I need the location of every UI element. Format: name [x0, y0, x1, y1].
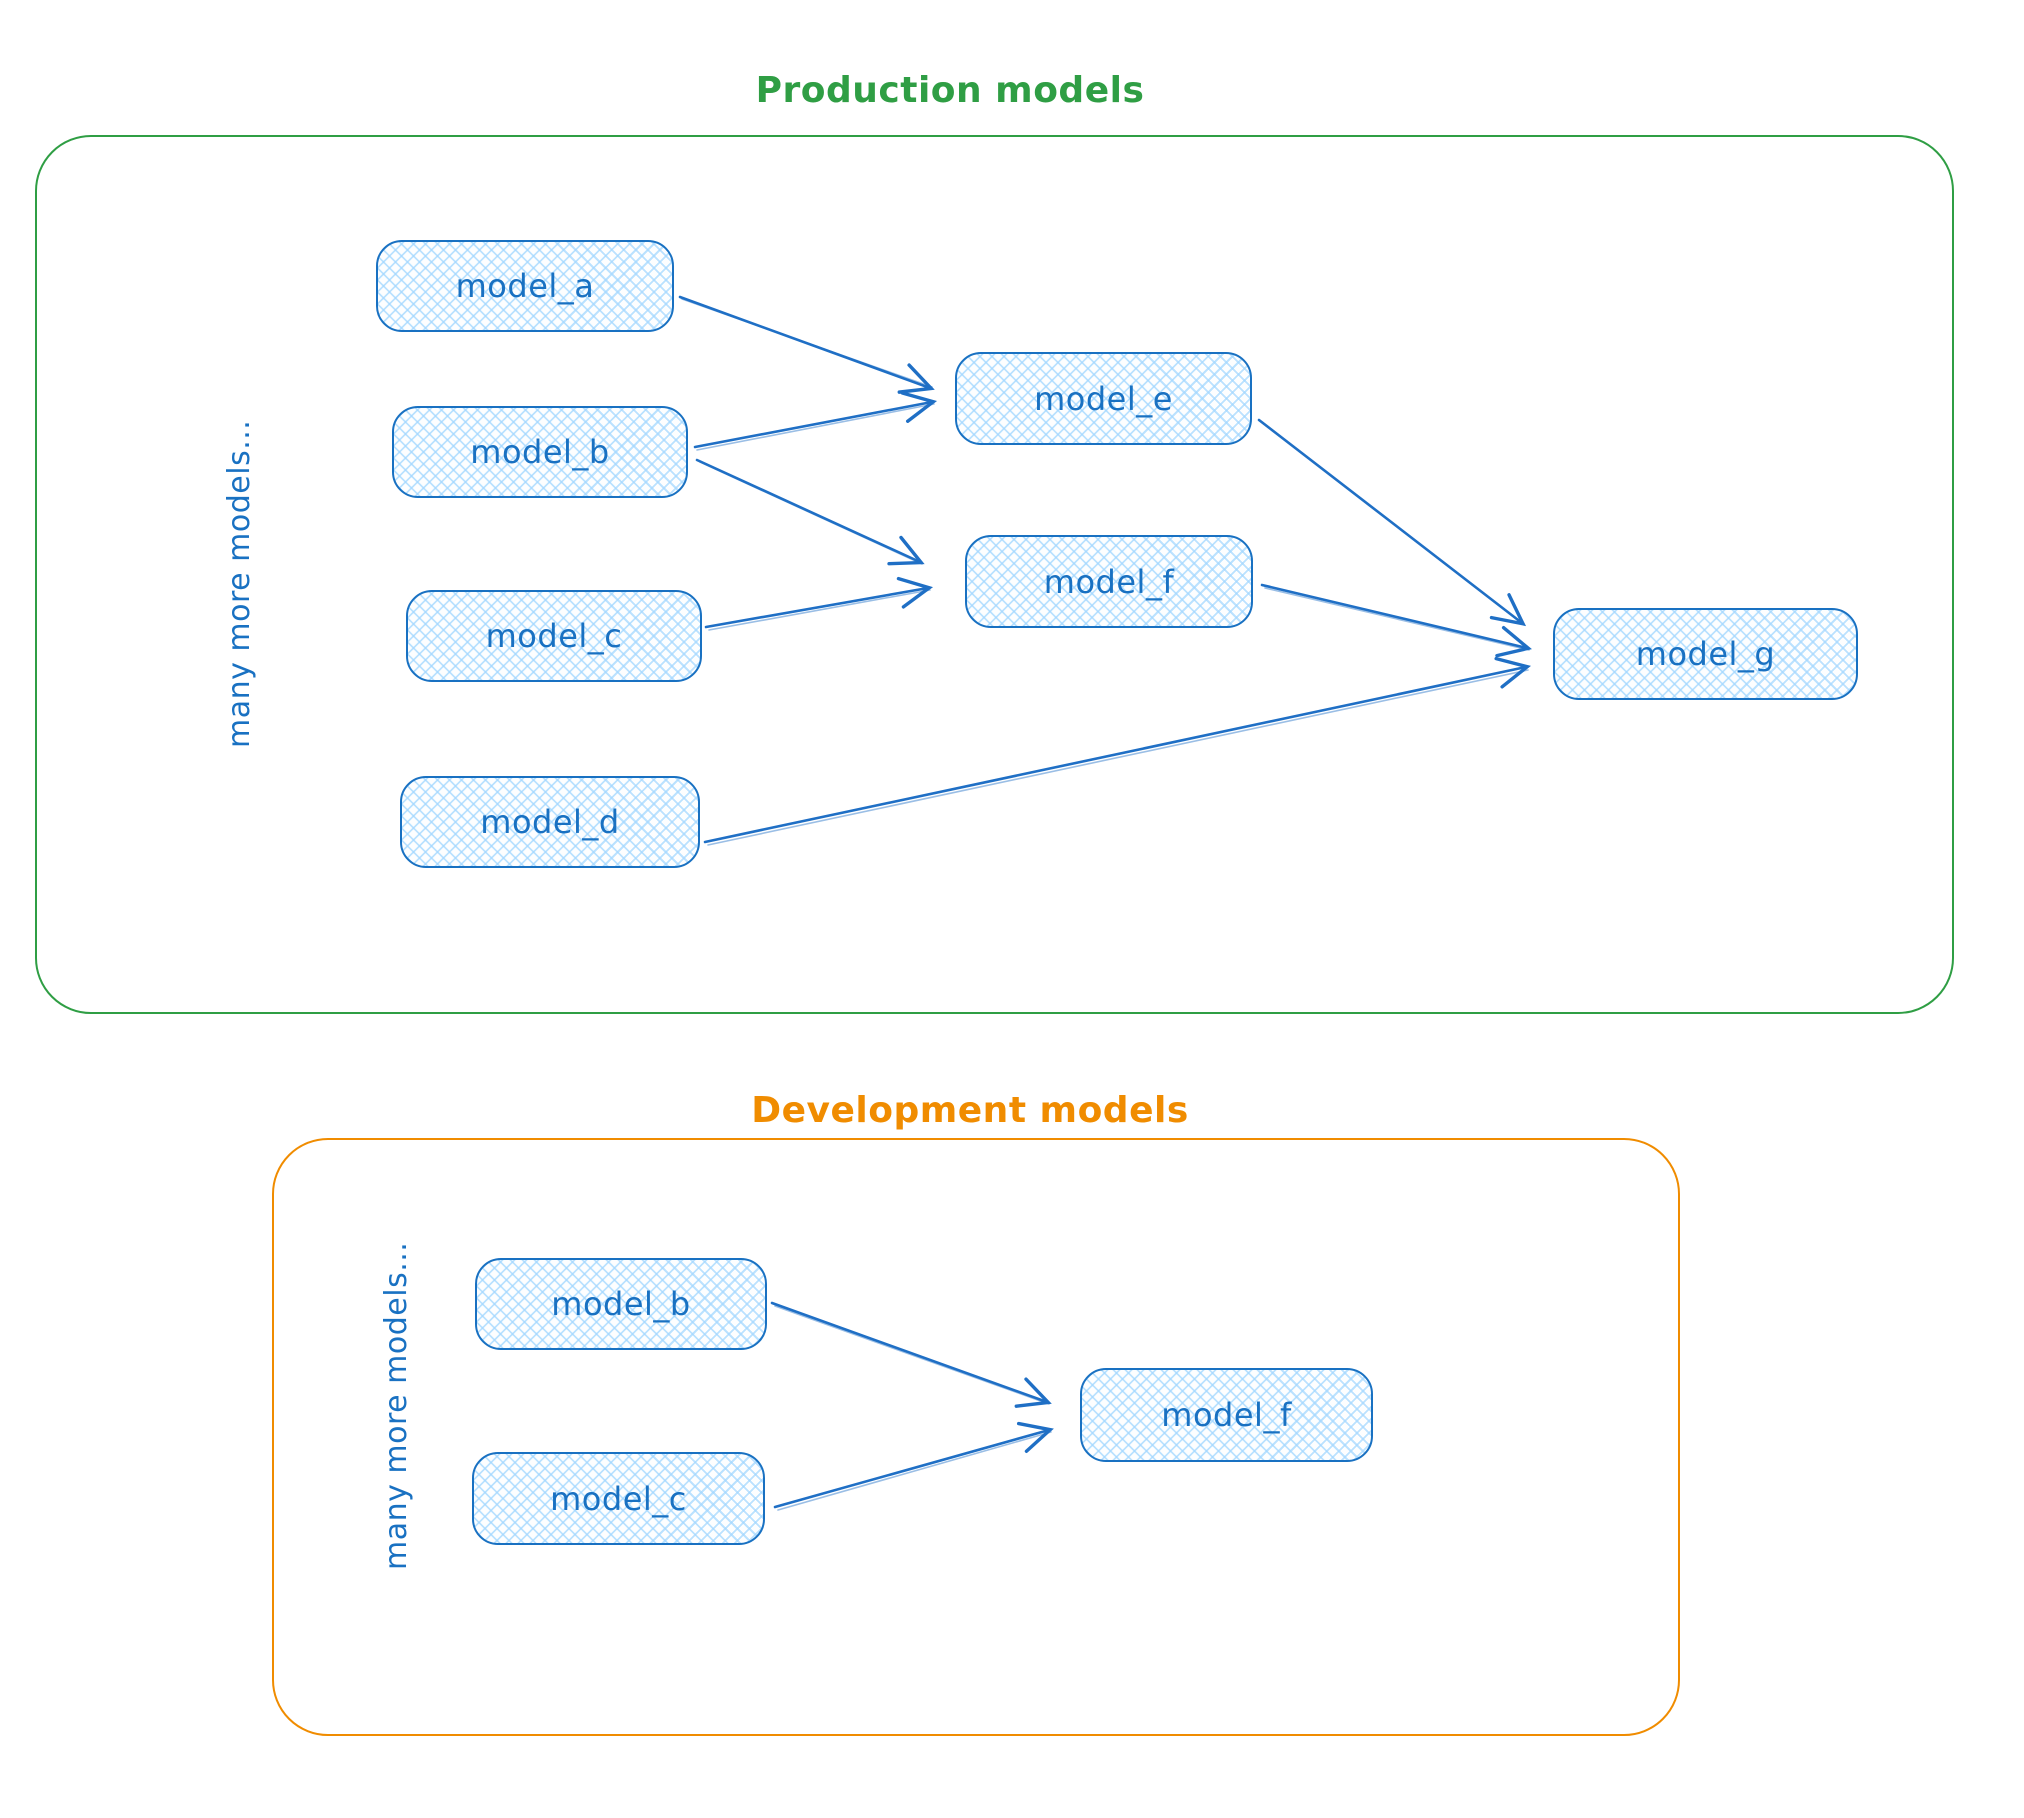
node-development-model-f[interactable]: model_f: [1080, 1368, 1373, 1462]
development-title: Development models: [751, 1090, 1189, 1131]
node-production-model-c[interactable]: model_c: [406, 590, 702, 682]
node-label: model_d: [480, 803, 620, 841]
node-production-model-a[interactable]: model_a: [376, 240, 674, 332]
production-side-label: many more models...: [222, 419, 257, 748]
node-label: model_f: [1161, 1396, 1292, 1434]
node-development-model-b[interactable]: model_b: [475, 1258, 767, 1350]
node-production-model-d[interactable]: model_d: [400, 776, 700, 868]
production-frame[interactable]: [35, 135, 1954, 1014]
node-production-model-b[interactable]: model_b: [392, 406, 688, 498]
development-side-label: many more models...: [379, 1241, 414, 1570]
node-production-model-f[interactable]: model_f: [965, 535, 1253, 628]
node-label: model_f: [1043, 562, 1175, 601]
node-label: model_b: [470, 433, 610, 471]
node-production-model-g[interactable]: model_g: [1553, 608, 1858, 700]
node-development-model-c[interactable]: model_c: [472, 1452, 765, 1545]
node-production-model-e[interactable]: model_e: [955, 352, 1252, 445]
development-frame[interactable]: [272, 1138, 1680, 1736]
node-label: model_e: [1034, 379, 1173, 418]
production-title: Production models: [755, 70, 1145, 111]
node-label: model_c: [550, 1479, 687, 1518]
node-label: model_g: [1635, 635, 1776, 673]
node-label: model_b: [551, 1285, 691, 1323]
node-label: model_c: [485, 617, 623, 655]
node-label: model_a: [455, 267, 595, 305]
